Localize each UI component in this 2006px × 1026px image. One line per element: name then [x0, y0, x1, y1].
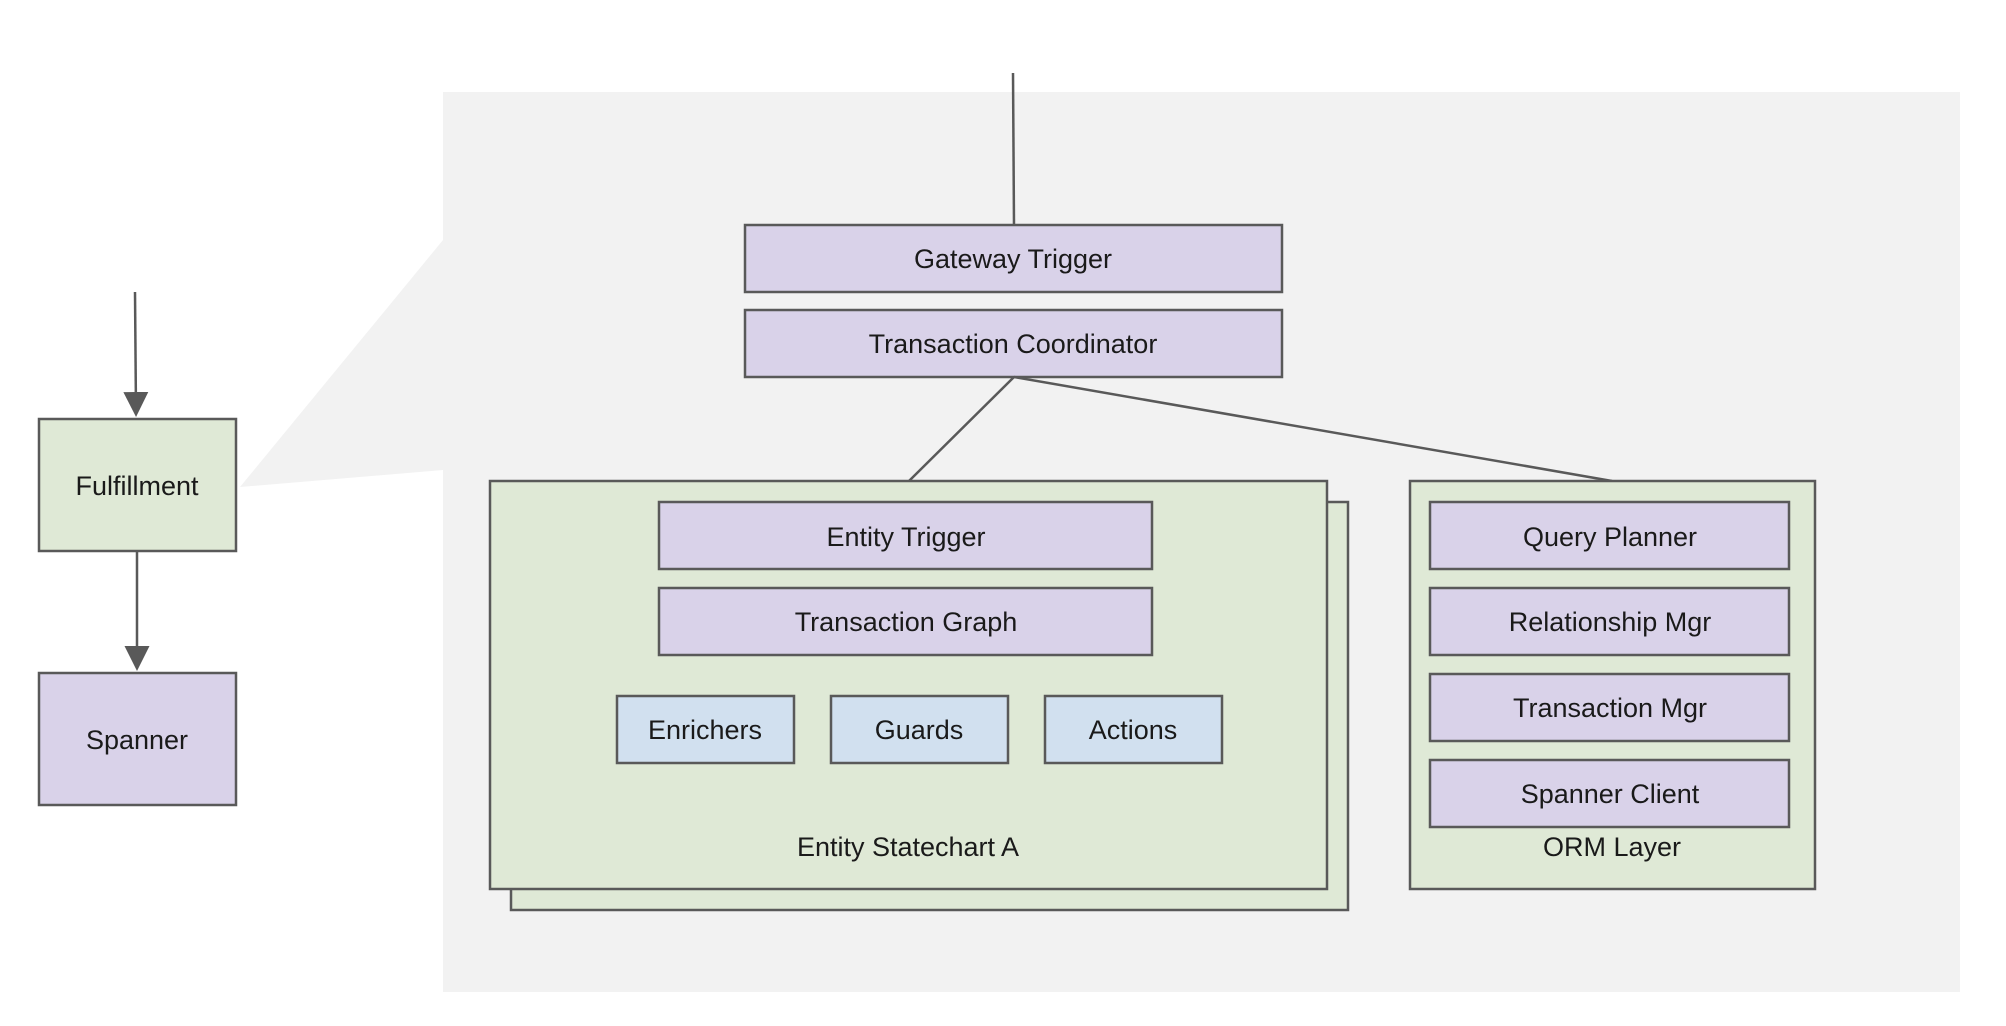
guards-node[interactable]: Guards — [829, 694, 1010, 765]
inbound-arrow — [123, 291, 149, 417]
spanner-node[interactable]: Spanner — [37, 671, 238, 807]
actions-label: Actions — [1089, 715, 1178, 745]
entity-statechart-label: Entity Statechart A — [797, 832, 1019, 862]
coordinator-to-orm-line — [1013, 375, 1613, 483]
orm-layer-label: ORM Layer — [1543, 832, 1681, 862]
enrichers-node[interactable]: Enrichers — [615, 694, 796, 765]
transaction-graph-node[interactable]: Transaction Graph — [657, 586, 1154, 657]
entity-trigger-node[interactable]: Entity Trigger — [657, 500, 1154, 571]
relationship-mgr-label: Relationship Mgr — [1509, 607, 1712, 637]
coordinator-to-statechart-line — [908, 376, 1015, 482]
query-planner-node[interactable]: Query Planner — [1428, 500, 1791, 571]
guards-label: Guards — [875, 715, 964, 745]
fulfillment-label: Fulfillment — [75, 471, 199, 501]
gateway-trigger-node[interactable]: Gateway Trigger — [743, 223, 1284, 294]
gateway-trigger-label: Gateway Trigger — [914, 244, 1112, 274]
fulfillment-node[interactable]: Fulfillment — [37, 417, 238, 553]
transaction-graph-label: Transaction Graph — [795, 607, 1018, 637]
query-planner-label: Query Planner — [1523, 522, 1697, 552]
transaction-coordinator-label: Transaction Coordinator — [869, 329, 1158, 359]
spanner-label: Spanner — [86, 725, 188, 755]
relationship-mgr-node[interactable]: Relationship Mgr — [1428, 586, 1791, 657]
transaction-coordinator-node[interactable]: Transaction Coordinator — [743, 308, 1284, 379]
spanner-client-node[interactable]: Spanner Client — [1428, 758, 1791, 829]
transaction-mgr-node[interactable]: Transaction Mgr — [1428, 672, 1791, 743]
entity-trigger-label: Entity Trigger — [826, 522, 985, 552]
gateway-inbound-line — [1011, 72, 1016, 226]
transaction-mgr-label: Transaction Mgr — [1513, 693, 1707, 723]
zoom-callout — [240, 240, 443, 487]
actions-node[interactable]: Actions — [1043, 694, 1224, 765]
spanner-client-label: Spanner Client — [1521, 779, 1700, 809]
enrichers-label: Enrichers — [648, 715, 762, 745]
